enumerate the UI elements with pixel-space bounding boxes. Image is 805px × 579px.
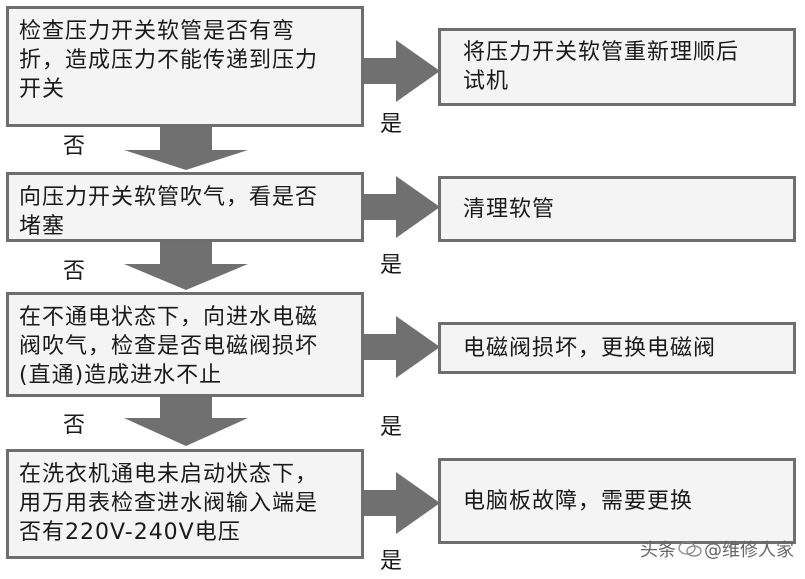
wechat-bubble-icon — [678, 541, 702, 557]
yes-label-4: 是 — [380, 549, 403, 574]
yes-arrow-4 — [364, 472, 440, 534]
check-box-1: 检查压力开关软管是否有弯 折，造成压力不能传递到压力 开关 — [6, 6, 364, 127]
check-box-2: 向压力开关软管吹气，看是否 堵塞 — [6, 172, 364, 242]
yes-label-3: 是 — [380, 415, 403, 440]
yes-arrow-3 — [364, 316, 440, 378]
no-arrow-1 — [124, 127, 248, 170]
result-text-1: 将压力开关软管重新理顺后 试机 — [463, 40, 740, 94]
no-label-2: 否 — [63, 259, 86, 284]
result-box-2: 清理软管 — [438, 176, 796, 242]
no-arrow-2 — [124, 242, 248, 290]
result-text-3: 电磁阀损坏，更换电磁阀 — [463, 335, 717, 361]
no-label-3: 否 — [63, 413, 86, 438]
yes-label-1: 是 — [380, 112, 403, 137]
yes-arrow-1 — [364, 40, 440, 102]
watermark-handle: @维修人家 — [704, 540, 794, 561]
yes-label-2: 是 — [380, 253, 403, 278]
watermark: 头条 @维修人家 — [640, 536, 794, 562]
result-box-3: 电磁阀损坏，更换电磁阀 — [438, 322, 796, 374]
no-label-1: 否 — [63, 134, 86, 159]
result-text-4: 电脑板故障，需要更换 — [463, 488, 694, 514]
result-box-4: 电脑板故障，需要更换 — [438, 458, 796, 544]
no-arrow-3 — [124, 397, 248, 446]
yes-arrow-2 — [364, 176, 440, 238]
result-text-2: 清理软管 — [463, 196, 556, 222]
result-box-1: 将压力开关软管重新理顺后 试机 — [438, 28, 796, 106]
watermark-prefix: 头条 — [640, 540, 676, 561]
check-box-3: 在不通电状态下，向进水电磁 阀吹气，检查是否电磁阀损坏 (直通)造成进水不止 — [6, 292, 364, 397]
check-box-4: 在洗衣机通电未启动状态下， 用万用表检查进水阀输入端是 否有220V-240V电… — [6, 449, 364, 559]
